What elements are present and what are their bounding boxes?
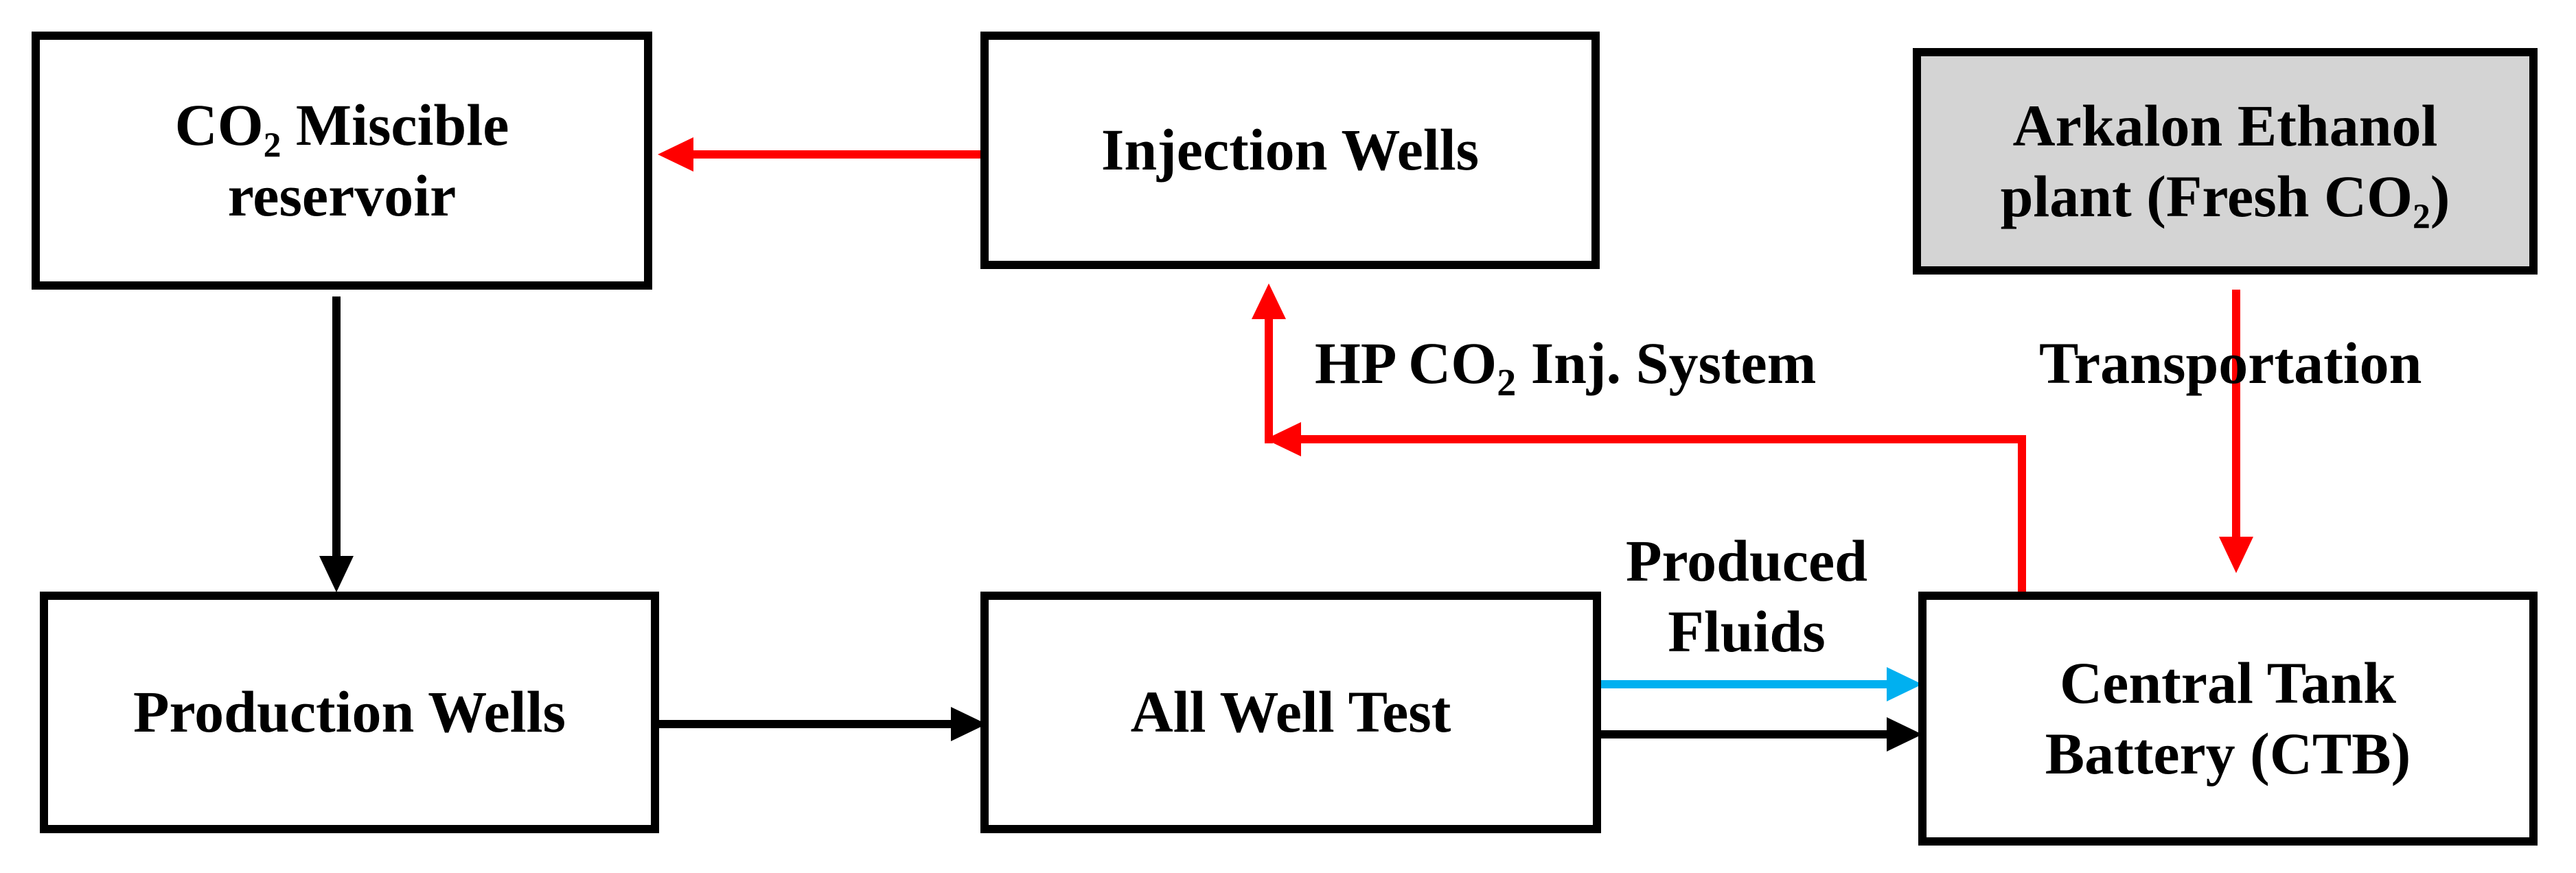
arrow-production-to-welltest (658, 707, 987, 741)
production-wells-box: Production Wells (40, 592, 659, 833)
arkalon-ethanol-plant-box: Arkalon Ethanol plant (Fresh CO₂) (1913, 48, 2538, 275)
injection-wells-box: Injection Wells (980, 32, 1600, 269)
co2-miscible-reservoir-box: CO₂ Miscible reservoir (32, 32, 652, 290)
ctb-line1: Central Tank (2060, 649, 2396, 716)
production-wells-label: Production Wells (133, 679, 566, 745)
central-tank-battery-box: Central Tank Battery (CTB) (1918, 592, 2538, 846)
injection-wells-label: Injection Wells (1101, 117, 1480, 183)
produced-line1: Produced (1626, 528, 1867, 594)
ethanol-line2: plant (Fresh CO₂) (2000, 163, 2450, 229)
reservoir-line2: reservoir (227, 163, 457, 229)
arrow-ctb-to-injection (1252, 283, 2026, 596)
arrow-welltest-to-ctb (1598, 717, 1922, 752)
all-well-test-label: All Well Test (1130, 679, 1451, 745)
arrow-produced-fluids (1598, 667, 1922, 701)
hp-co2-injection-system-label: HP CO2 Inj. System (1315, 330, 1817, 404)
ethanol-line1: Arkalon Ethanol (2012, 92, 2438, 159)
produced-fluids-label: Produced Fluids (1626, 526, 1867, 667)
reservoir-line1: CO₂ Miscible (174, 91, 509, 158)
all-well-test-box: All Well Test (980, 592, 1601, 833)
arrow-reservoir-to-production (319, 296, 354, 592)
ctb-line2: Battery (CTB) (2045, 721, 2411, 787)
arrow-transportation (2219, 290, 2253, 573)
arrow-injection-to-reservoir (658, 137, 989, 172)
produced-line2: Fluids (1668, 598, 1826, 665)
transportation-label: Transportation (2039, 330, 2422, 396)
